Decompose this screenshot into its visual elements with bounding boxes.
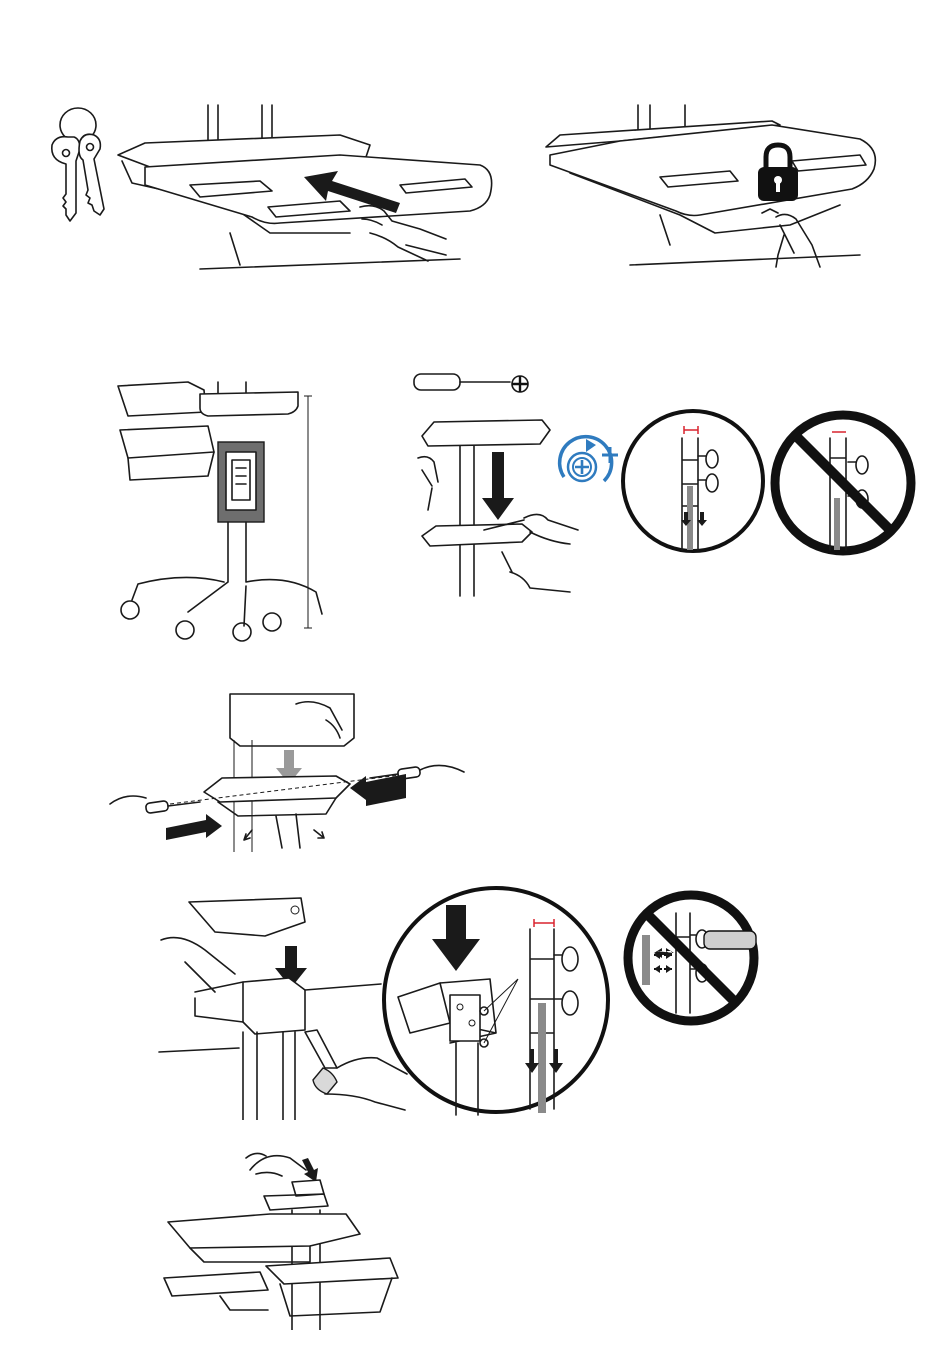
magnify-detail-icon bbox=[380, 883, 612, 1118]
figure-keys-push bbox=[40, 95, 510, 285]
tighten-rotate-icon bbox=[552, 433, 622, 495]
magnify-detail-icon bbox=[618, 406, 768, 556]
figure-install-bracket bbox=[155, 882, 415, 1120]
figure-final-assembly bbox=[160, 1140, 405, 1330]
prohibited-icon bbox=[620, 887, 762, 1029]
figure-install-tray bbox=[100, 680, 480, 855]
phillips-icon bbox=[512, 376, 528, 392]
figure-worksurface-locked bbox=[540, 95, 900, 285]
prohibited-icon bbox=[768, 408, 918, 558]
screwdriver-icon bbox=[414, 374, 510, 390]
down-arrow-icon bbox=[482, 452, 514, 520]
figure-cart-overview bbox=[108, 372, 328, 652]
keys-icon bbox=[52, 108, 104, 221]
